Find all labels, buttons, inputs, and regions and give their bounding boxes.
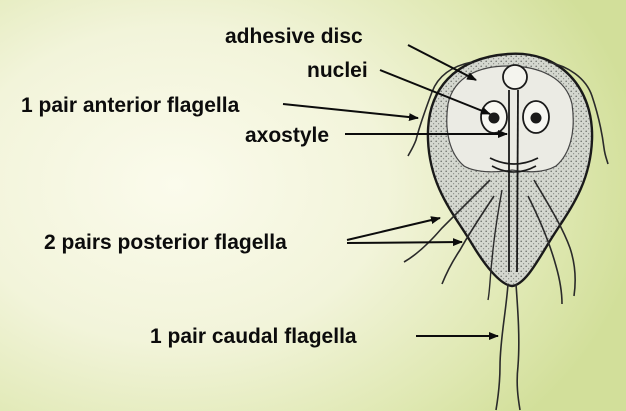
anterior-flagellum-right [547, 61, 609, 165]
arrow-posterior-flagella-2 [346, 238, 463, 247]
label-anterior-flagella: 1 pair anterior flagella [21, 94, 240, 117]
arrow-posterior-flagella-1 [346, 216, 441, 241]
posterior-flagellum [527, 195, 563, 305]
posterior-flagellum [441, 195, 495, 285]
ventral-flagellum [487, 189, 503, 301]
label-adhesive-disc: adhesive disc [225, 25, 363, 48]
label-axostyle: axostyle [245, 124, 330, 147]
label-caudal-flagella: 1 pair caudal flagella [150, 325, 357, 348]
axostyle [516, 89, 519, 273]
anterior-flagellum-left [407, 61, 473, 157]
median-body [491, 165, 537, 173]
arrow-adhesive-disc [407, 44, 477, 81]
posterior-flagellum [403, 179, 491, 263]
caudal-flagellum [515, 283, 521, 411]
karyosome-right [530, 112, 542, 124]
anterior-knob [502, 64, 528, 90]
karyosome-left [488, 112, 500, 124]
arrow-anterior-flagella [282, 103, 419, 122]
caudal-flagellum [495, 283, 509, 411]
median-body [489, 157, 539, 165]
label-posterior-flagella: 2 pairs posterior flagella [44, 231, 287, 254]
adhesive-disc [446, 65, 574, 173]
posterior-flagellum [533, 179, 576, 297]
arrow-nuclei [379, 69, 491, 115]
label-nuclei: nuclei [307, 59, 368, 82]
